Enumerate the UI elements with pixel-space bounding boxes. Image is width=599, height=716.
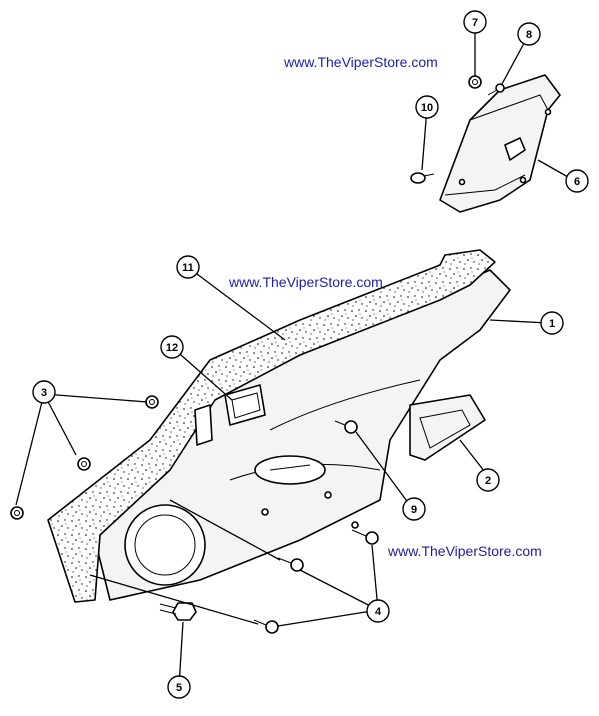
quarter-trim-panel-part-1 [89,269,511,601]
callout-label: 4 [375,606,382,618]
callout-label: 8 [526,29,532,41]
watermark-top: www.TheViperStore.com [283,54,438,70]
callout-3: 3 [32,380,56,404]
callout-label: 9 [411,504,417,516]
speckled-seal-part-11 [47,249,496,603]
callout-label: 12 [166,342,178,354]
screws-part-4 [253,529,379,634]
callout-10: 10 [415,95,439,119]
callout-label: 3 [41,387,47,399]
callout-6: 6 [565,169,589,193]
callout-1: 1 [540,311,564,335]
vent-grille-part-2 [409,394,486,461]
callout-label: 7 [472,17,478,29]
screw-part-8 [487,83,505,96]
callout-label: 10 [421,102,433,114]
callout-label: 6 [574,176,580,188]
callout-11: 11 [176,255,200,279]
upper-trim-part-6 [439,74,561,213]
callout-12: 12 [160,335,184,359]
callout-5: 5 [167,675,191,699]
bolt-part-5 [159,602,197,621]
callout-label: 5 [176,682,182,694]
fastener-part-10 [410,172,435,184]
watermark-bottom: www.TheViperStore.com [387,543,542,559]
nuts-part-3 [10,395,159,520]
callout-7: 7 [463,10,487,34]
callout-label: 11 [182,262,194,274]
watermark-middle: www.TheViperStore.com [228,274,383,290]
callout-8: 8 [517,22,541,46]
screw-part-9 [334,420,358,434]
callout-9: 9 [402,497,426,521]
bracket-part-12 [194,384,266,446]
callout-label: 1 [549,318,555,330]
callout-2: 2 [476,468,500,492]
leader-lines [15,23,576,687]
callout-4: 4 [366,599,390,623]
callout-label: 2 [485,475,491,487]
nut-part-7 [468,75,482,89]
